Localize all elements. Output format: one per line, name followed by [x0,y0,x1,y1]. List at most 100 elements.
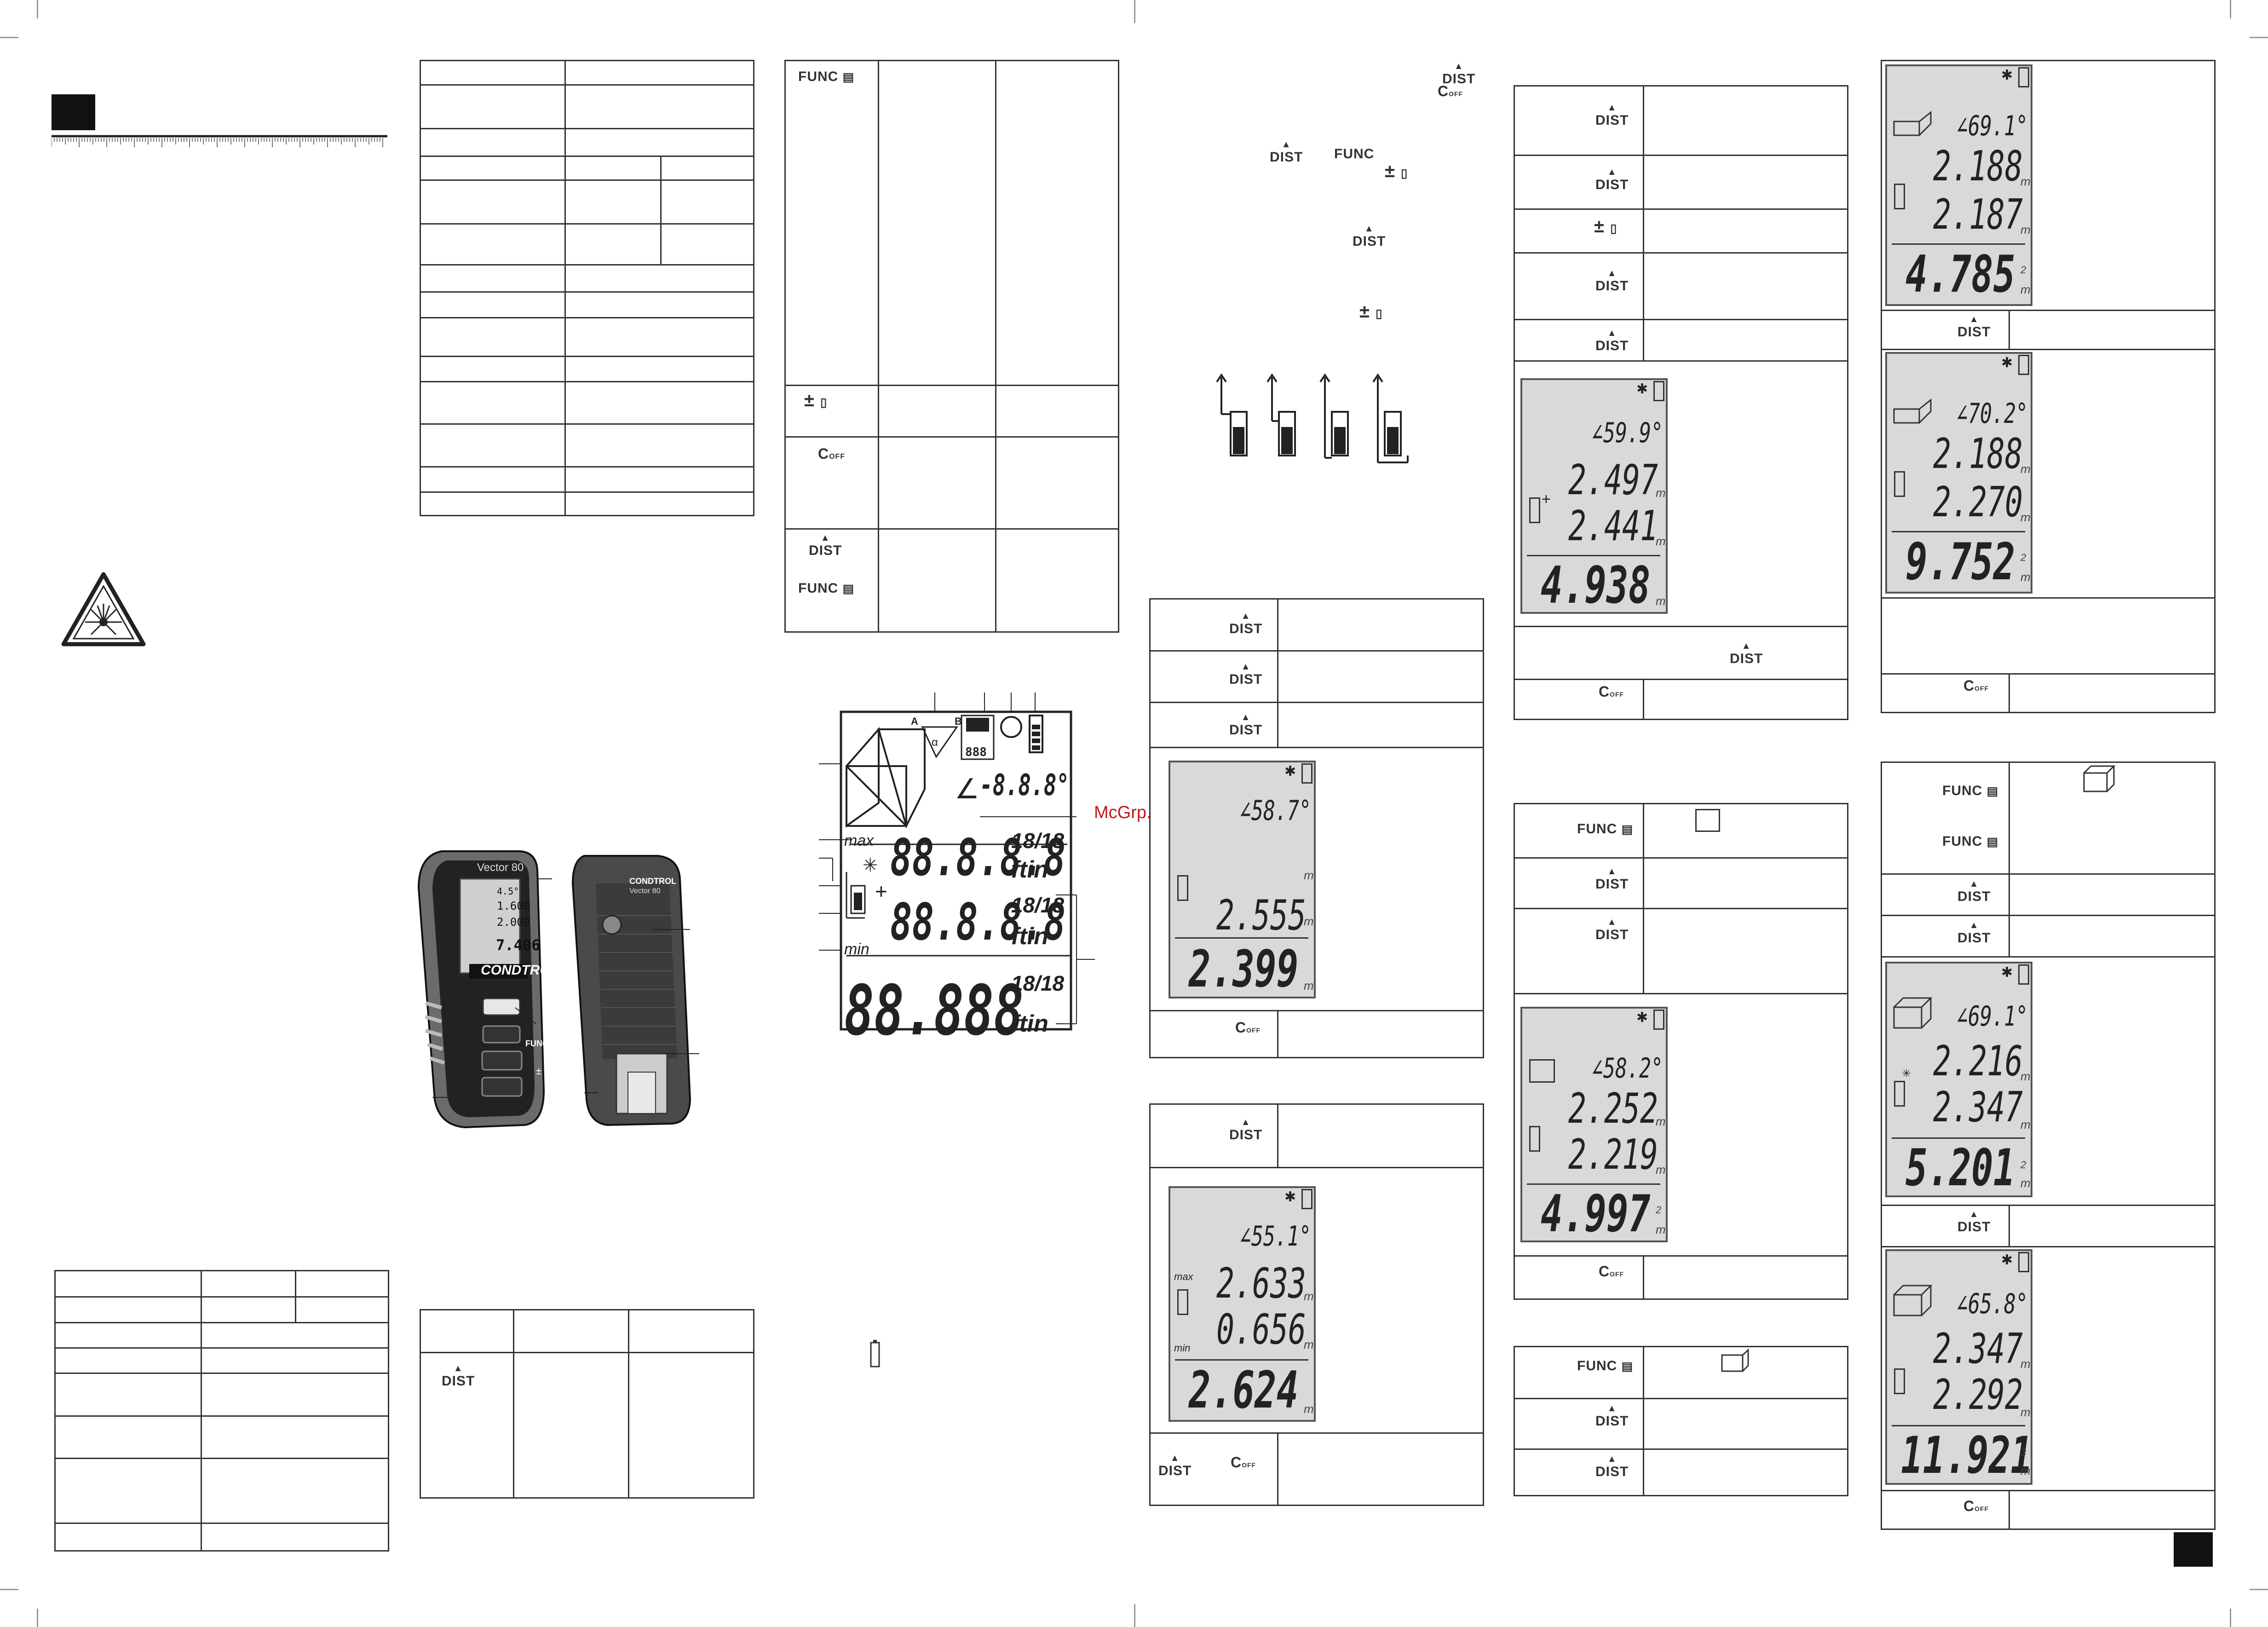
battery-icon [2018,67,2029,87]
device-icon [1894,471,1905,497]
unit-m: m [1656,594,1666,608]
unit-m: m [1656,1114,1666,1128]
lcd-screen-7: ✱ ∠69.1° ✳ 2.216 m 2.347 m 5.201 2 m [1885,962,2032,1197]
lcd-screen-8: ✱ ∠65.8° 2.347 m 2.292 m 11.921 3 m [1885,1249,2032,1485]
frac-3: 18/18 [1011,971,1065,995]
unit-m: m [2020,462,2031,476]
plusminus-key: ± ▯ [1594,216,1618,237]
units-2: ftin [1011,923,1048,950]
max-label: max [844,832,874,849]
device-plusminus-key: ± [536,1065,542,1077]
crop-mark [0,1589,18,1590]
bluetooth-icon: ✱ [1284,1189,1296,1205]
reference-point-icons [1216,373,1409,463]
battery-icon [1653,1010,1664,1030]
unit-m: m [2020,570,2031,584]
min-label: min [844,940,869,958]
spec-table-top [420,60,754,516]
length-1: 2.497 [1568,456,1658,504]
dist-key: ▲DIST [1957,314,1991,340]
area-icon [1695,809,1720,832]
dist-key: ▲DIST [1229,662,1263,687]
func-key: FUNC ▤ [798,581,855,596]
length-1: 2.347 [1933,1325,2023,1373]
battery-icon [2018,1252,2029,1272]
unit-m: m [2020,1176,2031,1190]
device-screen-total: 7.406 [496,936,541,954]
plusminus-key: ± ▯ [1359,301,1383,322]
unit-m: m [2020,174,2031,188]
dist-key: ▲DIST [1353,224,1386,249]
dist-key-table [420,1309,754,1499]
crop-mark [2250,1589,2268,1590]
length-2: 2.270 [1933,478,2023,526]
off-key: COFF [1963,677,1989,694]
plusminus-key: ± ▯ [1385,161,1408,181]
dist-key: ▲DIST [1442,61,1476,87]
device-screen-angle: 4.5° [497,886,519,897]
plus-icon: + [875,879,887,903]
units-3: ftin [1011,1010,1048,1037]
angle-value: ∠58.7° [1239,795,1312,827]
lcd-layout-diagram [819,692,1095,1031]
length-1: 2.188 [1933,142,2023,190]
unit-m: m [2020,1069,2031,1083]
bluetooth-icon: ✱ [2001,68,2013,83]
total-value: 2.624 [1189,1361,1299,1419]
triangle-area-icon [1721,1348,1749,1372]
unit-m: m [1304,979,1314,992]
length-2: 2.441 [1568,502,1658,550]
crop-mark [2250,37,2268,38]
battery-icon [1653,381,1664,401]
laser-icon: ✳ [863,855,878,876]
device-icon [1177,1289,1188,1315]
off-key: COFF [1231,1454,1256,1471]
bluetooth-icon: ✱ [2001,1252,2013,1268]
language-badge [52,94,95,130]
func-key: FUNC ▤ [1577,821,1634,837]
battery-icon [1301,763,1312,784]
off-key: COFF [1599,683,1624,700]
device-model-label: Vector 80 [477,861,524,874]
tri-label-alpha: α [932,736,938,749]
fold-mark [1134,0,1135,23]
total-value: 4.938 [1541,556,1651,615]
lcd-angle-seg: -8.8.8° [980,768,1070,802]
unit-m: m [2020,1464,2031,1477]
angle-value: ∠59.9° [1591,417,1664,449]
frac-2: 18/18 [1011,893,1065,917]
total-value: 4.997 [1541,1184,1651,1243]
key-functions-table [784,60,1119,633]
total-value: 4.785 [1905,245,2015,304]
total-value: 2.399 [1189,940,1299,998]
lcd-row2-seg: 88.8.8.8 [890,893,1066,952]
unit-exponent: 2 [2020,264,2026,276]
crop-mark [2230,0,2231,18]
page-badge [2174,1532,2213,1567]
angle-value: ∠70.2° [1956,398,2028,430]
angle-value: ∠65.8° [1956,1288,2028,1320]
dist-key: ▲DIST [1158,1453,1192,1478]
unit-m: m [2020,283,2031,296]
unit-m: m [1304,1338,1314,1351]
dist-key: ▲DIST [1957,879,1991,904]
crop-mark [37,0,38,18]
lcd-screen-6: ✱ ∠70.2° 2.188 m 2.270 m 9.752 2 m [1885,352,2032,594]
measurement-table-5 [1514,1346,1848,1496]
volume-icon [2083,765,2116,792]
volume-icon [1893,1285,1933,1316]
length-2: 2.292 [1933,1371,2023,1419]
device-icon [1177,875,1188,901]
length-1: 2.555 [1216,891,1307,940]
unit-m: m [1656,534,1666,548]
unit-m: m [2020,1405,2031,1419]
laser-icon: ✳ [1902,1067,1911,1080]
units-1: ftin [1011,856,1048,883]
length-1: 2.633 [1216,1259,1307,1308]
bluetooth-icon: ✱ [1636,1010,1648,1025]
counter-seg: 888 [965,745,987,759]
unit-m: m [1304,1289,1314,1303]
off-key: COFF [1963,1498,1989,1514]
battery-icon [2018,355,2029,375]
crop-mark [0,37,18,38]
